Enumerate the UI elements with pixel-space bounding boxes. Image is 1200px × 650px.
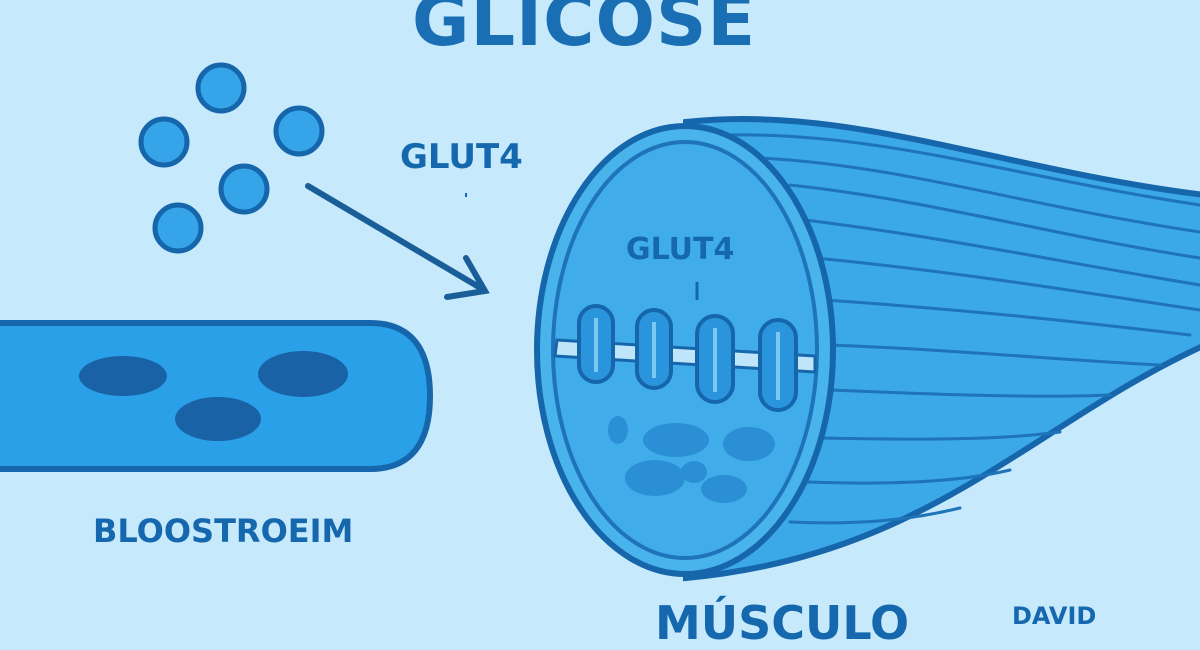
blood-vessel-icon — [0, 320, 434, 472]
glut4-transporters — [577, 304, 798, 412]
glut4-label: GLUT4 — [400, 137, 523, 177]
glut4-transporter-icon — [758, 318, 798, 412]
glut4-transporter-icon — [577, 304, 615, 384]
glucose-molecule-icon — [218, 163, 270, 215]
arrow-icon — [305, 183, 490, 300]
cytoplasm-organelles — [608, 416, 775, 503]
glut4-transporter-icon — [635, 308, 673, 390]
muscle-striations — [728, 133, 1200, 525]
glucose-molecule-icon — [152, 202, 204, 254]
glut4-transporter-icon — [695, 314, 735, 404]
blood-cell — [79, 356, 167, 396]
blood-cell — [175, 397, 261, 441]
muscle-label: MÚSCULO — [655, 596, 910, 650]
glucose-molecule-icon — [195, 62, 247, 114]
blood-cell — [258, 351, 348, 397]
author-label: DAVID — [1012, 602, 1097, 630]
glut4-inner-label: GLUT4 — [626, 232, 735, 267]
diagram-title: GLICOSE — [412, 0, 757, 62]
glucose-uptake-diagram — [0, 62, 1200, 582]
bloodstream-label: BLOOSTROEIM — [93, 512, 354, 550]
glucose-molecule-icon — [138, 116, 190, 168]
muscle-fiber-icon — [534, 115, 1200, 582]
glucose-molecules — [138, 62, 325, 254]
glucose-molecule-icon — [273, 105, 325, 157]
